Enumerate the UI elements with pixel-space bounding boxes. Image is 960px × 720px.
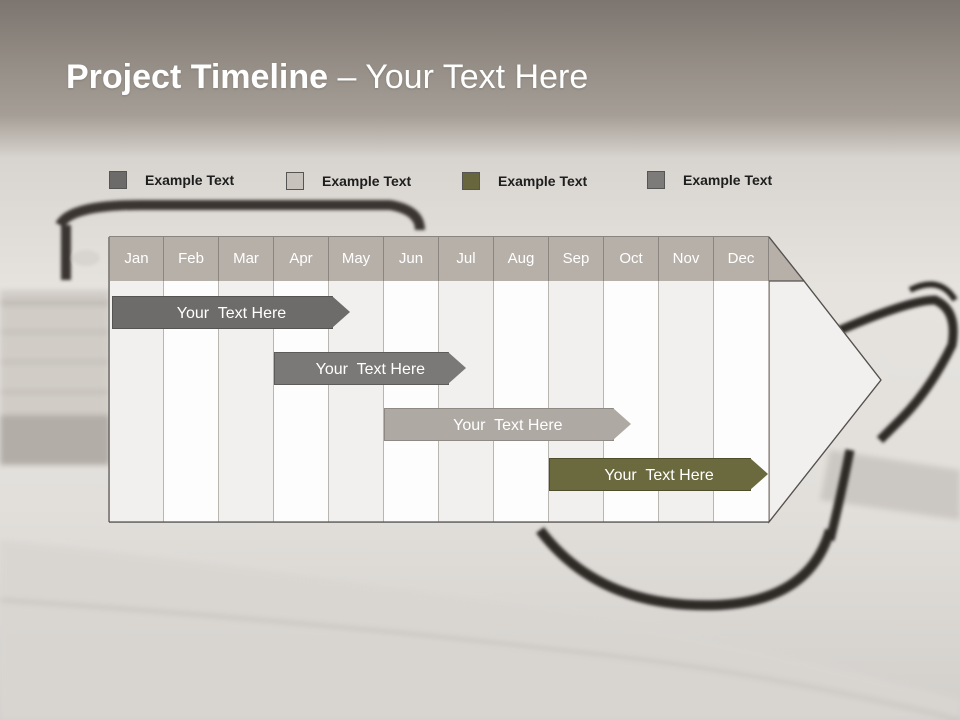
month-header: Jun: [384, 237, 439, 281]
month-header: Dec: [714, 237, 769, 281]
month-header: Feb: [164, 237, 219, 281]
month-header: Nov: [659, 237, 714, 281]
month-column: [439, 281, 494, 522]
month-header: Jul: [439, 237, 494, 281]
task-bar: Your Text Here: [384, 408, 631, 441]
month-header: Sep: [549, 237, 604, 281]
month-column: [494, 281, 549, 522]
task-bar: Your Text Here: [274, 352, 466, 385]
task-bar: Your Text Here: [112, 296, 350, 329]
page-title: Project Timeline – Your Text Here: [66, 58, 588, 97]
task-label: Your Text Here: [176, 305, 287, 322]
task-label: Your Text Here: [315, 361, 426, 378]
month-header: May: [329, 237, 384, 281]
legend-swatch: [109, 171, 127, 189]
month-header: Oct: [604, 237, 659, 281]
month-header: Apr: [274, 237, 329, 281]
task-arrow-head: [332, 296, 350, 328]
month-header: Mar: [219, 237, 274, 281]
legend-label: Example Text: [145, 172, 235, 188]
title-rest: – Your Text Here: [328, 58, 589, 96]
task-bar: Your Text Here: [549, 458, 768, 491]
legend-label: Example Text: [498, 173, 588, 189]
month-header: Jan: [109, 237, 164, 281]
timeline-arrow-header: [769, 237, 804, 281]
title-bold: Project Timeline: [66, 58, 329, 96]
legend-swatch: [462, 172, 480, 190]
month-column: [384, 281, 439, 522]
timeline-arrow-body: [768, 280, 882, 524]
task-arrow-head: [750, 458, 768, 490]
legend-label: Example Text: [683, 172, 773, 188]
month-header: Aug: [494, 237, 549, 281]
task-arrow-head: [447, 352, 466, 384]
legend-swatch: [647, 171, 665, 189]
task-label: Your Text Here: [453, 417, 563, 434]
task-label: Your Text Here: [604, 467, 714, 484]
task-arrow-head: [612, 408, 631, 440]
legend-label: Example Text: [322, 173, 412, 189]
legend-swatch: [286, 172, 304, 190]
